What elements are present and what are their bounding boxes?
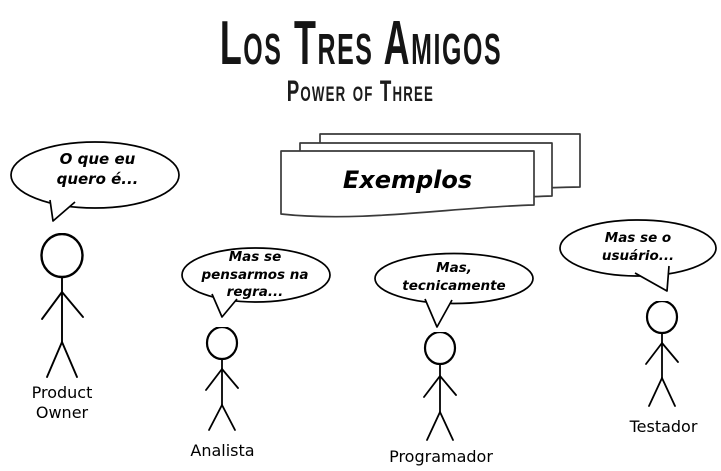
page-subtitle: Power of Three <box>286 74 435 109</box>
speech-bubble-analista <box>181 247 331 318</box>
header: Los Tres Amigos <box>0 10 721 76</box>
bubble-line: tecnicamente <box>402 277 506 294</box>
bubble-text-analista: Mas se pensarmos na regra... <box>196 249 314 302</box>
bubble-text-testador: Mas se o usuário... <box>582 230 694 265</box>
subheader: Power of Three <box>0 76 721 106</box>
bubble-line: pensarmos na <box>201 266 309 283</box>
label-testador: Testador <box>629 417 698 436</box>
label-analista: Analista <box>190 441 255 460</box>
label-programador: Programador <box>389 447 493 466</box>
document-front <box>280 150 535 218</box>
bubble-text-programador: Mas, tecnicamente <box>394 260 514 295</box>
bubble-line: quero é... <box>56 169 139 188</box>
bubble-line: regra... <box>226 284 284 301</box>
bubble-line: Mas se o <box>604 230 672 246</box>
bubble-line: O que eu <box>59 150 136 168</box>
bubble-text-product-owner: O que eu quero é... <box>40 150 155 189</box>
speech-bubble-product-owner <box>10 141 180 222</box>
label-product-owner: Product Owner <box>31 383 93 422</box>
stick-figure-analista <box>205 327 239 431</box>
speech-bubble-testador <box>559 219 717 292</box>
bubble-line: Mas se <box>228 249 282 265</box>
bubble-line: Mas, <box>436 260 472 276</box>
stick-figure-testador <box>645 301 679 407</box>
stick-figure-programador <box>423 332 457 441</box>
stick-figure-product-owner <box>40 233 84 378</box>
bubble-line: usuário... <box>601 247 675 264</box>
page-title: Los Tres Amigos <box>219 7 502 78</box>
speech-bubble-programador <box>374 252 534 328</box>
examples-label: Exemplos <box>342 166 473 194</box>
stacked-documents-icon <box>280 133 581 218</box>
